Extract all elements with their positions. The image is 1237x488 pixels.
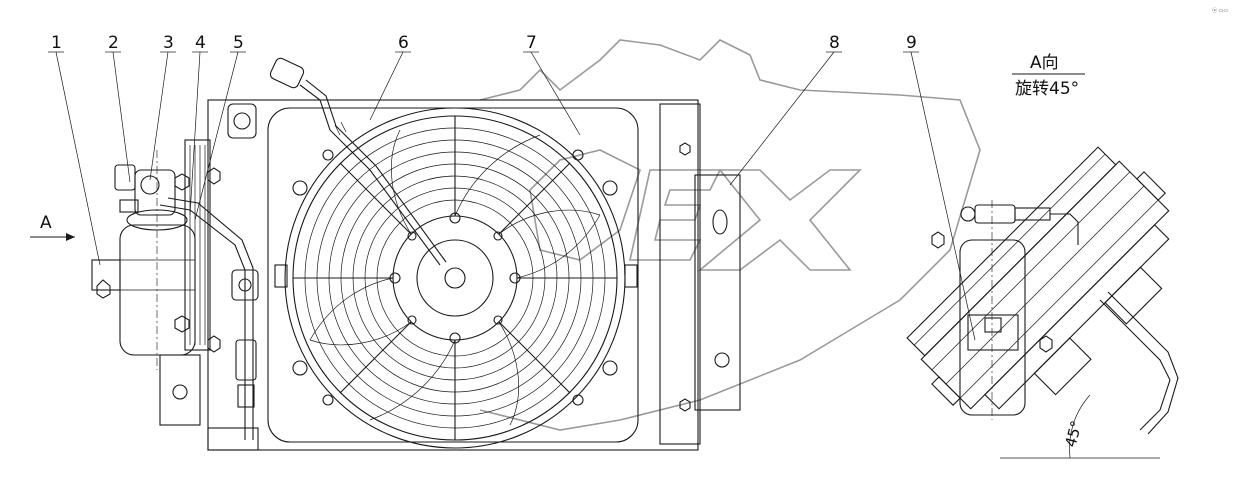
fan-assembly — [284, 107, 626, 449]
corner-mark: ⓐ ▭▭ — [1212, 7, 1228, 14]
view-rotation: 旋转45° — [1015, 79, 1079, 99]
callout-4: 4 — [195, 33, 206, 53]
condenser-core — [174, 139, 221, 353]
callout-9: 9 — [906, 33, 917, 53]
callout-1: 1 — [51, 33, 62, 53]
callouts: 1 2 3 4 5 6 7 8 9 — [48, 33, 976, 341]
view-title: A向 旋转45° — [1012, 53, 1085, 99]
fan-shroud — [207, 99, 741, 451]
receiver-drier — [91, 150, 201, 426]
wiring-harness — [269, 57, 447, 266]
angle-label: 45° — [1061, 419, 1085, 449]
callout-8: 8 — [829, 33, 840, 53]
view-arrow-label: A — [40, 213, 52, 233]
refrigerant-pipe — [159, 103, 259, 440]
callout-7: 7 — [526, 33, 537, 53]
callout-2: 2 — [108, 33, 119, 53]
view-arrow: A — [30, 213, 75, 241]
view-name: A向 — [1030, 53, 1059, 73]
view-a-rotated: 45° — [906, 146, 1179, 459]
callout-6: 6 — [398, 33, 409, 53]
callout-3: 3 — [163, 33, 174, 53]
callout-5: 5 — [233, 33, 244, 53]
watermark-graphic — [479, 39, 981, 431]
